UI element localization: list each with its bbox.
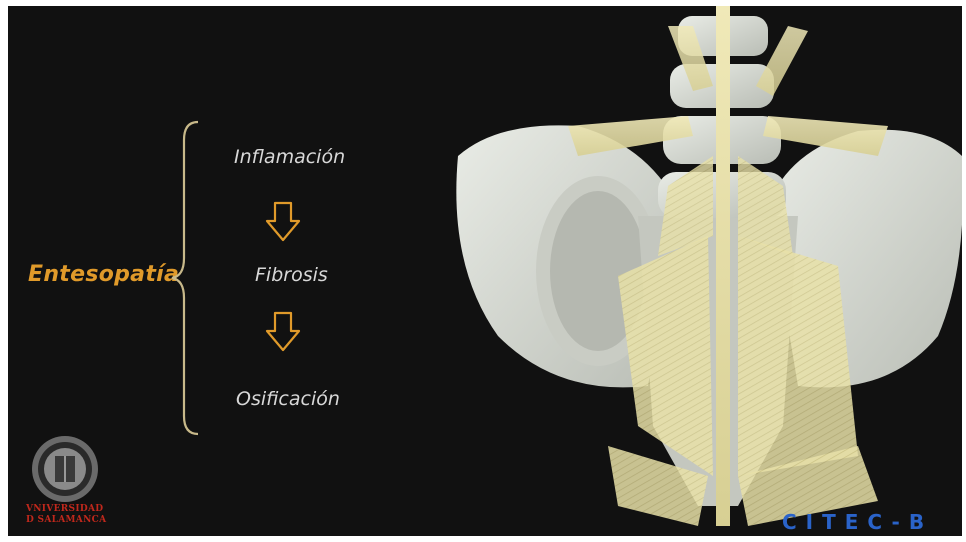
citec-brand: CITEC-B — [782, 510, 933, 534]
university-logo: VNIVERSIDAD D SALAMANCA — [26, 434, 110, 526]
curly-brace — [168, 120, 202, 436]
university-name-line1: VNIVERSIDAD — [26, 504, 110, 515]
university-name-line2: D SALAMANCA — [26, 515, 110, 526]
step-inflamacion: Inflamación — [234, 146, 345, 168]
down-arrow-icon — [264, 201, 302, 243]
university-seal-icon — [30, 434, 100, 504]
video-frame: Entesopatía Inflamación Fibrosis Osifica… — [8, 6, 962, 536]
entesopatia-label: Entesopatía — [28, 262, 179, 287]
down-arrow-icon — [264, 311, 302, 353]
step-fibrosis: Fibrosis — [255, 264, 328, 286]
pelvis-spine-illustration — [438, 6, 962, 536]
step-osificacion: Osificación — [236, 388, 340, 410]
